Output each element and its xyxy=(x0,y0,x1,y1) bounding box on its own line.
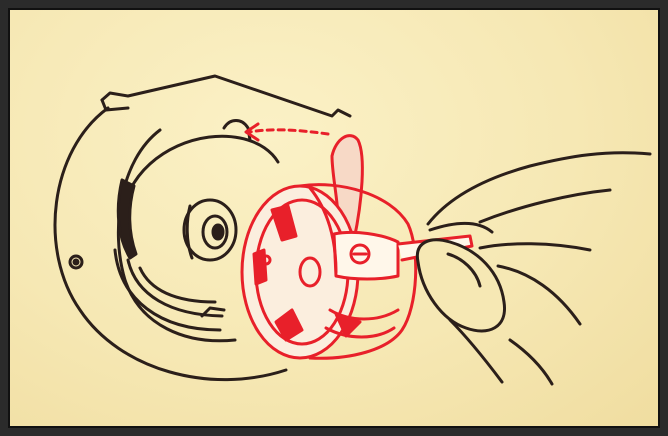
screw-hole-center xyxy=(74,260,78,264)
hand xyxy=(417,153,650,384)
bobbin-case-insertion-illustration xyxy=(10,10,660,428)
hand-wrist-line-2 xyxy=(510,340,552,384)
hand-palm-line-1 xyxy=(480,244,590,250)
hook-body-lower xyxy=(115,250,220,330)
hand-middle-finger xyxy=(480,190,610,222)
illustration-paper xyxy=(8,8,660,428)
hand-index-finger xyxy=(428,153,650,224)
hand-thumb xyxy=(417,240,504,331)
hook-body-inner xyxy=(128,260,222,316)
hand-palm-line-2 xyxy=(498,266,580,324)
hand-finger-crease xyxy=(430,223,492,232)
hook-shaft-pin xyxy=(213,225,223,239)
hook-crescent xyxy=(118,180,136,258)
tension-block xyxy=(334,232,398,279)
cover-plate-edge xyxy=(102,76,350,116)
insertion-arrow xyxy=(250,130,328,134)
hook-body-upper xyxy=(130,136,278,190)
